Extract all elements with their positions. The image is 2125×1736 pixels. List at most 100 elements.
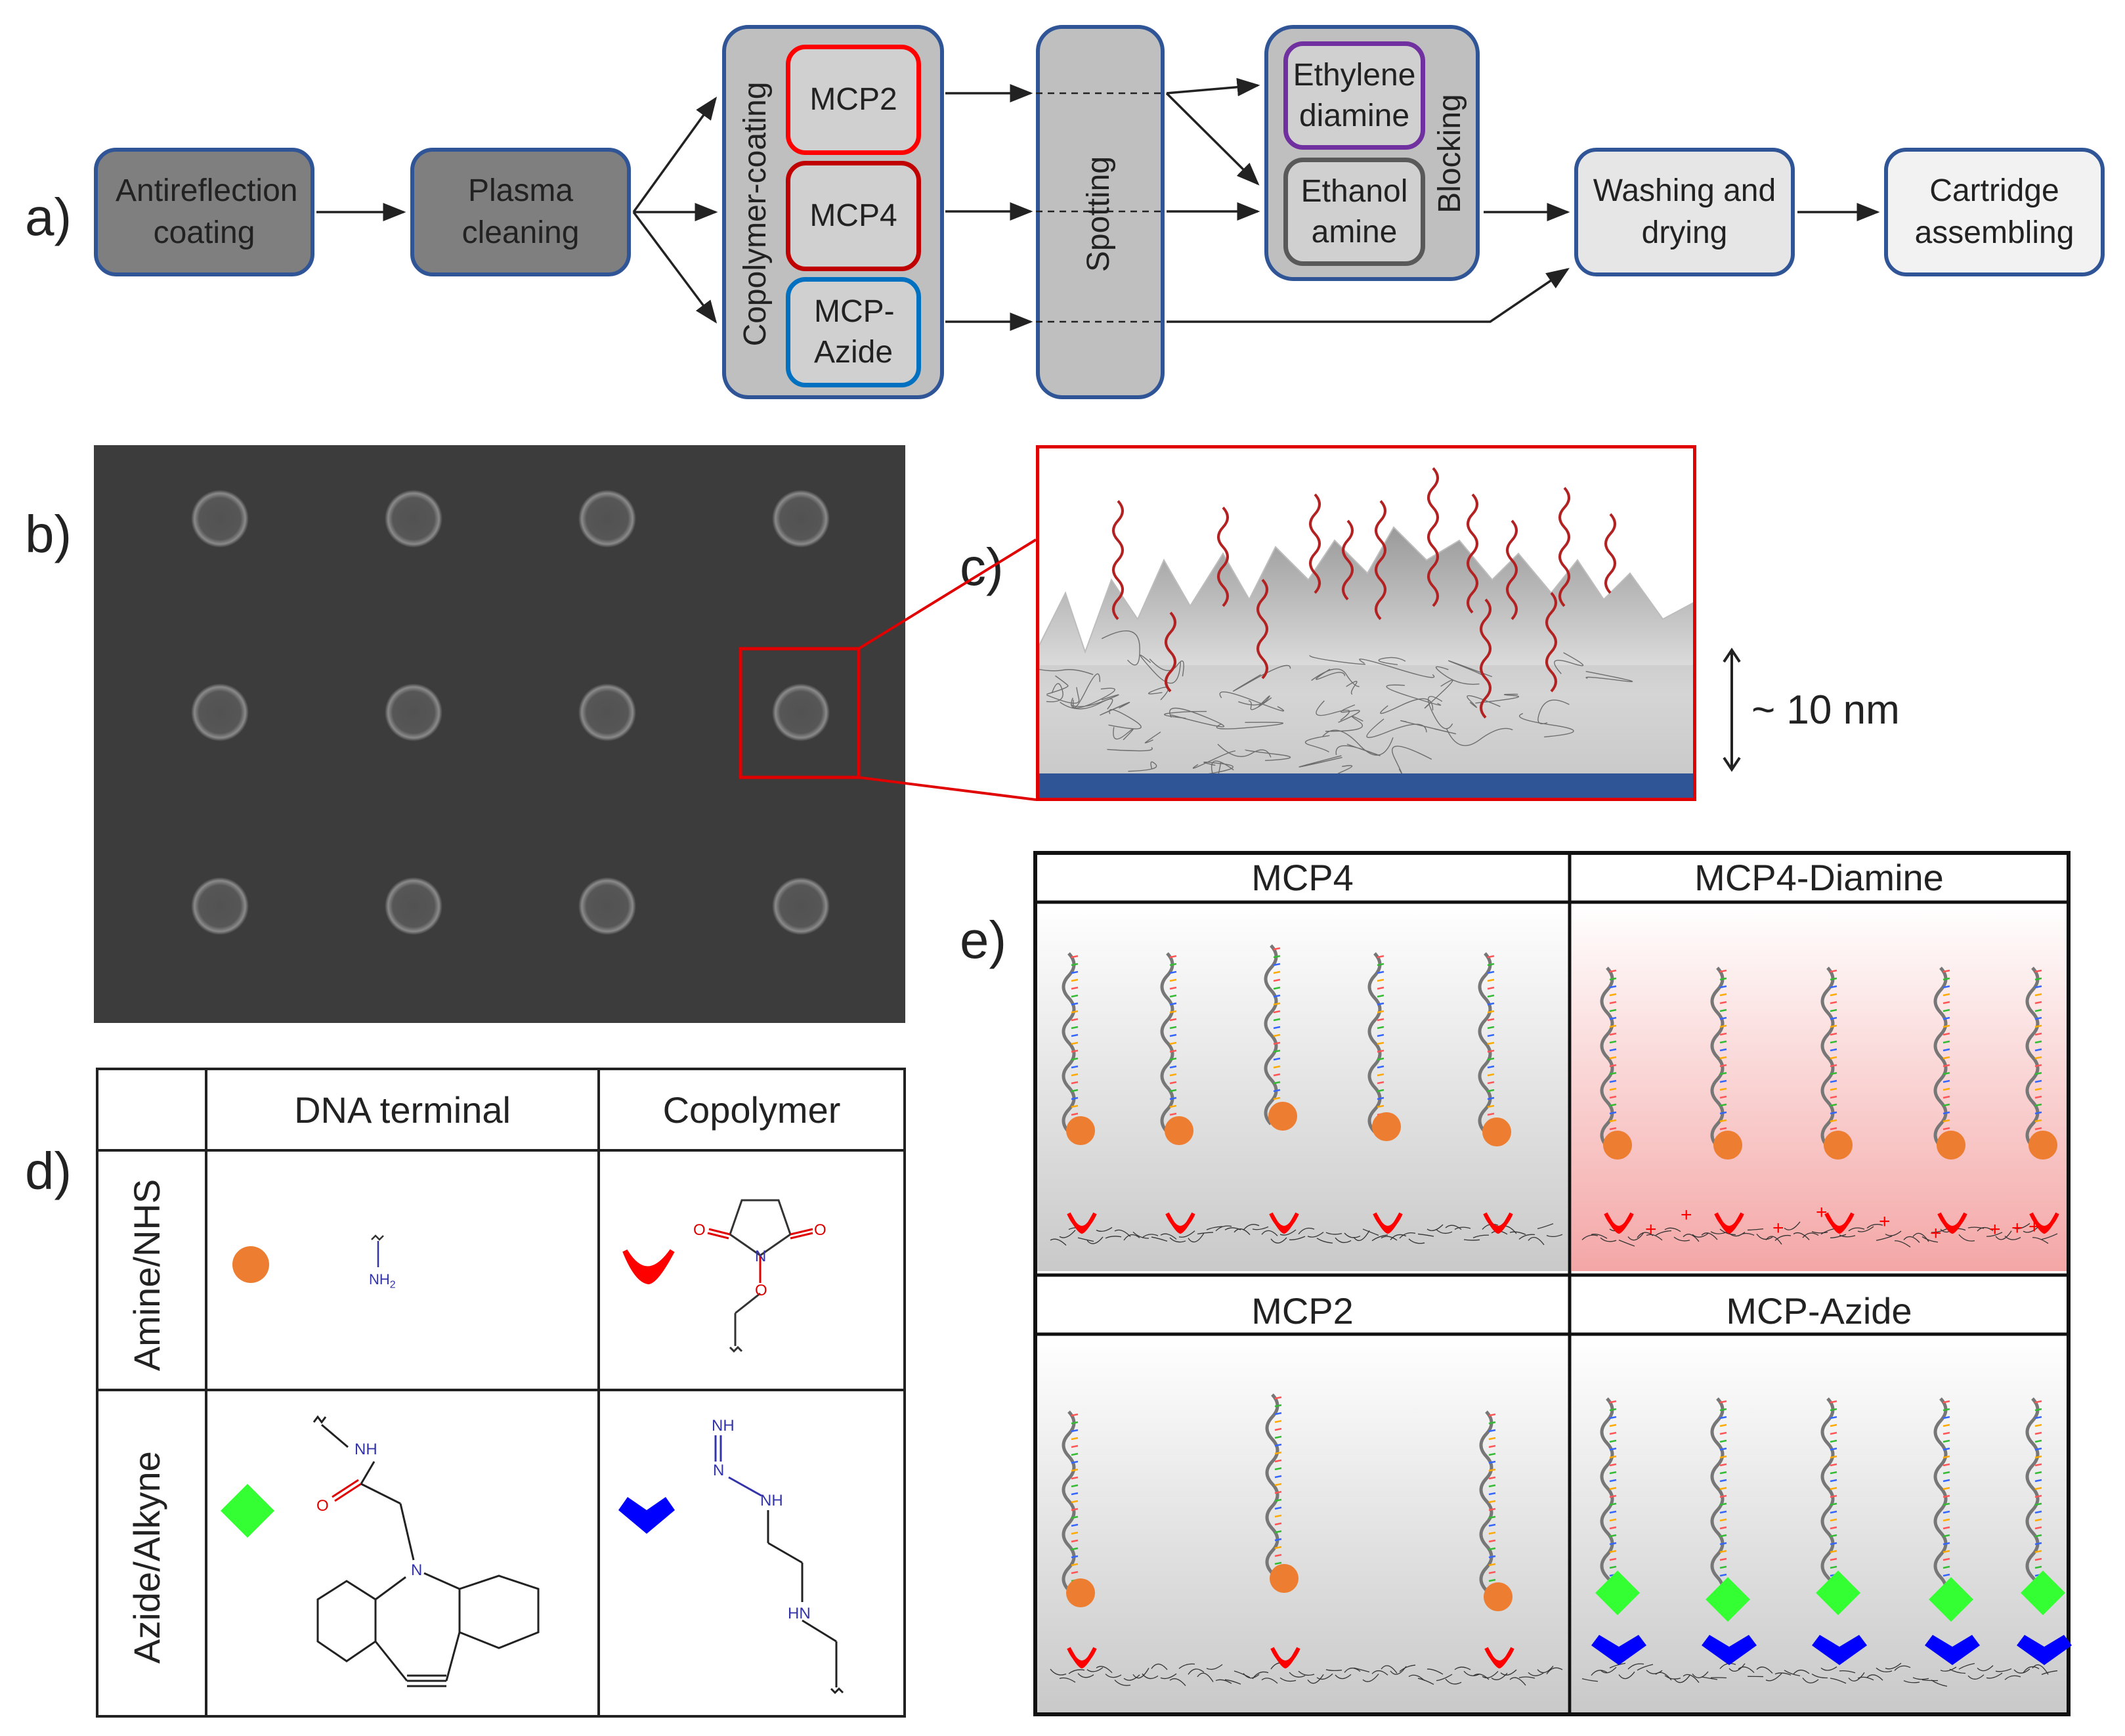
- amine-ball-icon: [1484, 1582, 1513, 1611]
- base-pair: [1377, 1096, 1384, 1100]
- base-pair: [1071, 963, 1079, 966]
- dna-strand: [1933, 1397, 1948, 1601]
- polymer-chain: [1664, 1675, 1681, 1680]
- base-pair: [1487, 1096, 1495, 1100]
- polymer-chain: [1600, 1666, 1617, 1674]
- spot-circle: [385, 684, 442, 741]
- dna-strand: [1545, 592, 1557, 693]
- polymer-chain: [1149, 659, 1184, 677]
- surface-cross-section: [1036, 445, 1696, 801]
- polymer-chain: [1673, 1236, 1690, 1242]
- base-pair: [1609, 1127, 1617, 1131]
- base-pair: [1830, 1510, 1837, 1514]
- base-pair: [1169, 963, 1177, 966]
- polymer-chain: [1857, 1226, 1874, 1232]
- base-pair: [1943, 1471, 1950, 1475]
- base-pair: [1943, 977, 1950, 981]
- base-pair: [1169, 1073, 1177, 1077]
- polymer-chain: [2004, 1236, 2021, 1240]
- dna-strand: [1480, 598, 1492, 719]
- polymer-chain: [1071, 687, 1115, 709]
- polymer-chain: [1417, 1233, 1434, 1237]
- base-pair: [1169, 1010, 1177, 1014]
- base-pair: [1943, 1103, 1950, 1107]
- polymer-chain: [1386, 684, 1442, 706]
- chem-nhs-o-left: O: [693, 1221, 706, 1239]
- polymer-chain: [1811, 1231, 1828, 1234]
- polymer-chain: [2032, 1237, 2049, 1244]
- base-pair: [1274, 1522, 1282, 1526]
- base-pair: [1488, 1484, 1496, 1488]
- nhs-ester-icon: [1484, 1647, 1514, 1669]
- base-pair: [1609, 1032, 1617, 1036]
- polymer-chain: [1243, 1224, 1260, 1230]
- base-pair: [1071, 1413, 1079, 1417]
- polymer-chain: [1148, 686, 1169, 701]
- polymer-chain: [1344, 1232, 1361, 1238]
- spot-circle: [772, 877, 830, 935]
- base-pair: [1719, 985, 1727, 989]
- polymer-chain: [1637, 1664, 1654, 1671]
- polymer-chain: [1958, 1234, 1975, 1242]
- base-pair: [1274, 1427, 1282, 1431]
- base-pair: [1488, 1515, 1496, 1519]
- polymer-chain: [1793, 1232, 1810, 1240]
- base-pair: [1830, 1040, 1837, 1044]
- polymer-chain: [1381, 1236, 1398, 1241]
- panel-label-b: b): [25, 505, 72, 563]
- polymer-chain: [1353, 1230, 1370, 1242]
- base-pair: [1487, 1026, 1495, 1030]
- base-pair: [1169, 1104, 1177, 1108]
- polymer-chain: [1627, 1663, 1644, 1670]
- base-pair: [1609, 1431, 1617, 1435]
- base-pair: [1169, 1049, 1177, 1053]
- base-pair: [1274, 1420, 1282, 1423]
- base-pair: [1071, 1010, 1079, 1014]
- base-pair: [1274, 1506, 1282, 1510]
- dna-strand: [1160, 952, 1174, 1133]
- polymer-chain: [1903, 1236, 1920, 1243]
- base-pair: [1943, 1557, 1950, 1561]
- header-copolymer: Copolymer: [662, 1089, 841, 1131]
- polymer-chain: [1215, 1225, 1232, 1232]
- polymer-chain: [1830, 1678, 1847, 1684]
- base-pair: [1719, 1486, 1727, 1490]
- base-pair: [1943, 1479, 1950, 1483]
- base-pair: [1943, 1526, 1950, 1530]
- amine-ball-icon: [1824, 1131, 1853, 1160]
- base-pair: [1943, 1573, 1950, 1577]
- base-pair: [1273, 1049, 1281, 1053]
- amine-ball-icon: [1268, 1102, 1297, 1131]
- polymer-chain: [1894, 1240, 1911, 1248]
- base-pair: [1274, 1561, 1282, 1565]
- polymer-chain: [1857, 1676, 1874, 1681]
- mcp2-box: MCP2: [786, 45, 921, 155]
- chem-nhs-o-bottom: O: [755, 1282, 767, 1299]
- base-pair: [1488, 1413, 1496, 1417]
- polymer-chain: [1518, 712, 1574, 738]
- polymer-chain: [1335, 1237, 1352, 1244]
- base-pair: [1943, 1455, 1950, 1459]
- base-pair: [2034, 1111, 2042, 1115]
- base-pair: [1830, 1111, 1837, 1115]
- base-pair: [1488, 1492, 1496, 1496]
- base-pair: [1830, 1439, 1837, 1443]
- polymer-chain: [1537, 1223, 1554, 1230]
- base-pair: [1273, 1065, 1281, 1069]
- spot-circle: [772, 684, 830, 741]
- base-pair: [1943, 1072, 1950, 1075]
- base-pair: [1071, 1081, 1079, 1085]
- polymer-chain: [1305, 735, 1330, 753]
- base-pair: [1488, 1429, 1496, 1433]
- polymer-chain: [1903, 1680, 1920, 1683]
- polymer-chain: [1518, 1676, 1535, 1679]
- ethanol-amine-box: Ethanol amine: [1283, 158, 1425, 266]
- base-pair: [1071, 1018, 1079, 1022]
- base-pair: [1487, 970, 1495, 974]
- dna-strand: [1506, 519, 1518, 620]
- base-pair: [1377, 1081, 1384, 1085]
- base-pair: [1830, 1087, 1837, 1091]
- dna-strand: [2025, 1397, 2040, 1601]
- base-pair: [1273, 994, 1281, 998]
- mcp4-box: MCP4: [786, 161, 921, 271]
